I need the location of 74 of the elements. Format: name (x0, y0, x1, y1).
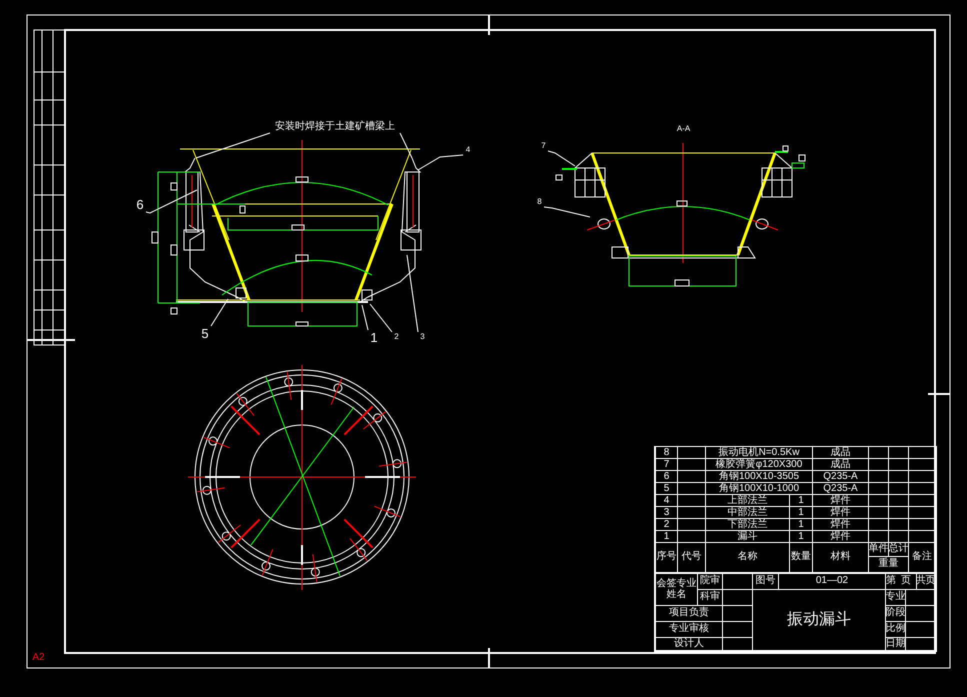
column-header: 数量 (790, 550, 812, 564)
section-label: A-A (676, 124, 692, 135)
title-block-field: 院审 (697, 573, 723, 590)
leader-line (370, 304, 392, 332)
title-block-field: 比例 (885, 621, 906, 638)
item-number: 1 (662, 530, 670, 543)
callout-number: 7 (539, 141, 548, 151)
callout-number: 3 (418, 332, 427, 342)
material: Q235-A (822, 482, 859, 495)
column-header: 总计 (888, 542, 909, 556)
title-block-field: 设计人 (655, 637, 723, 651)
leader-line (210, 298, 228, 326)
column-header: 序号 (656, 550, 678, 564)
quantity: 1 (797, 530, 805, 543)
sheet-size-label: A2 (31, 652, 46, 665)
column-header: 名称 (736, 550, 758, 564)
item-number: 8 (662, 446, 670, 459)
column-header: 代号 (680, 550, 702, 564)
leader-line (406, 254, 418, 332)
title-block-field: 日期 (885, 637, 906, 651)
callout-number: 4 (463, 144, 473, 155)
item-number: 6 (662, 470, 670, 483)
material: 焊件 (830, 494, 852, 507)
leader-line (146, 190, 198, 214)
leader-line (196, 132, 270, 158)
title-block-field: 专业审核 (655, 621, 723, 638)
item-number: 7 (662, 458, 670, 471)
title-block-field: 图号 (752, 573, 779, 590)
callout-number: 6 (134, 197, 146, 212)
leader-line (362, 304, 368, 330)
leader-line (418, 154, 464, 170)
title-block-field: 第 (885, 573, 897, 590)
item-number: 2 (662, 518, 670, 531)
item-number: 5 (662, 482, 670, 495)
callout-number: 1 (368, 330, 380, 345)
part-name: 振动电机N=0.5Kw (718, 446, 800, 459)
title-block-field: 会签专业姓名 (655, 573, 698, 606)
column-header: 重量 (878, 556, 900, 572)
quantity: 1 (797, 494, 805, 507)
quantity: 1 (797, 506, 805, 519)
leader-line (548, 150, 576, 166)
part-name: 角钢100X10-3505 (718, 470, 800, 483)
leader-line (544, 206, 590, 218)
item-number: 4 (662, 494, 670, 507)
quantity: 1 (797, 518, 805, 531)
leader-line (400, 132, 412, 158)
part-name: 中部法兰 (726, 506, 768, 519)
title-block-field: 共 (916, 573, 926, 590)
callout-number: 5 (199, 326, 211, 341)
column-header: 单件 (868, 542, 889, 556)
part-name: 漏斗 (736, 530, 758, 543)
material: 成品 (830, 446, 852, 459)
column-header: 备注 (911, 550, 933, 564)
callout-number: 2 (392, 332, 401, 342)
part-name: 角钢100X10-1000 (718, 482, 800, 495)
title-block-field: 页 (925, 573, 936, 590)
drawing-number: 01—02 (814, 574, 850, 588)
material: Q235-A (822, 470, 859, 483)
note-text: 安装时焊接于土建矿槽梁上 (270, 120, 400, 133)
part-name: 下部法兰 (726, 518, 768, 531)
material: 成品 (830, 458, 852, 471)
title-block-field: 阶段 (885, 605, 906, 622)
material: 焊件 (830, 518, 852, 531)
callout-number: 8 (535, 197, 544, 207)
title-block-field: 页 (896, 573, 916, 590)
item-number: 3 (662, 506, 670, 519)
title-block-field: 科审 (697, 589, 723, 606)
column-header: 材料 (830, 550, 852, 564)
material: 焊件 (830, 530, 852, 543)
part-name: 橡胶弹簧φ120X300 (714, 458, 804, 471)
title-block-field: 项目负责 (655, 605, 723, 622)
title-block-field: 专业 (885, 589, 906, 606)
material: 焊件 (830, 506, 852, 519)
part-name: 上部法兰 (726, 494, 768, 507)
